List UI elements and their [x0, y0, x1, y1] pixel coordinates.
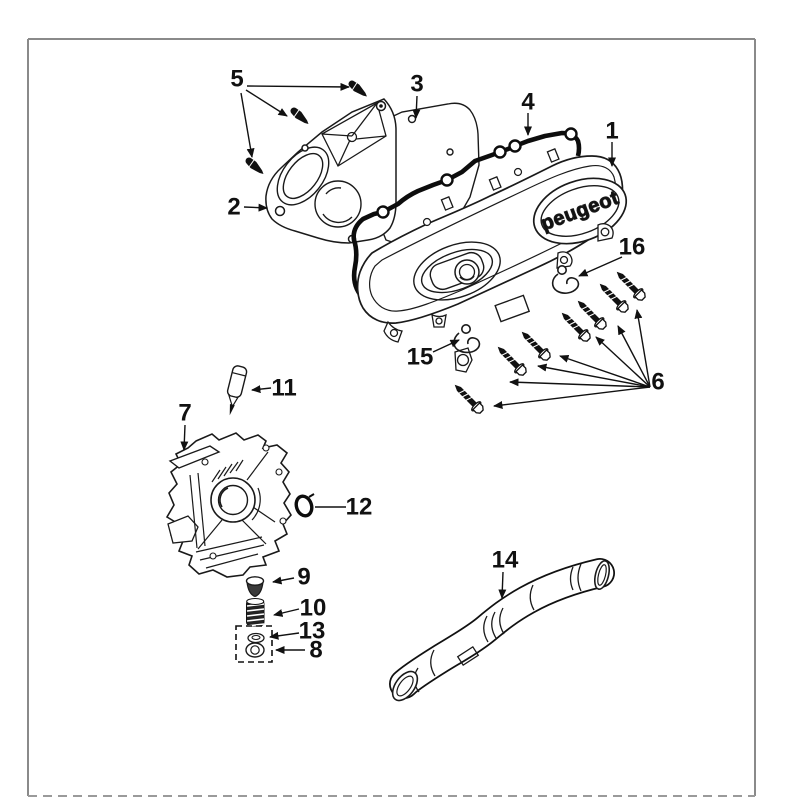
callout-7: 7 — [178, 400, 192, 451]
callout-3: 3 — [410, 71, 424, 119]
callout-16: 16 — [578, 234, 646, 277]
bolt — [577, 300, 607, 330]
part-10-spring — [246, 597, 265, 627]
callout-15-label: 15 — [407, 344, 434, 371]
part-9-plug — [245, 576, 265, 598]
callout-9-label: 9 — [297, 564, 310, 591]
callout-6-label: 6 — [651, 369, 664, 396]
callout-8-label: 8 — [309, 637, 322, 664]
bolt — [599, 283, 629, 313]
kit-grouping-dashed-box — [235, 625, 273, 663]
part-11-grease-tube — [226, 365, 248, 416]
part-16-clip — [551, 264, 580, 294]
callouts: 1 2 3 4 5 6 — [178, 66, 664, 664]
callout-7-label: 7 — [178, 400, 191, 427]
part-1-transmission-cover: peugeot — [356, 148, 628, 373]
bolt — [561, 312, 591, 342]
page-frame — [27, 38, 756, 797]
plate-brace-detail — [321, 102, 387, 167]
plate-round-hole — [314, 180, 362, 228]
part-8-washer — [245, 642, 265, 658]
cover-top-studs — [440, 148, 560, 211]
bolt — [454, 384, 484, 414]
part-13-seal-washer — [247, 632, 265, 644]
callout-2: 2 — [227, 194, 268, 221]
part-12-o-ring — [294, 493, 315, 518]
callout-4: 4 — [521, 89, 535, 136]
part-5-screws — [245, 80, 367, 175]
hose-ribs — [413, 563, 582, 693]
callout-2-label: 2 — [227, 194, 240, 221]
part-6-bolts — [454, 271, 646, 414]
callout-5-label: 5 — [230, 66, 243, 93]
callout-9: 9 — [272, 564, 311, 591]
callout-11: 11 — [251, 375, 297, 402]
callout-8: 8 — [275, 637, 323, 664]
callout-13-label: 13 — [299, 618, 326, 645]
callout-1-label: 1 — [605, 118, 618, 145]
part-14-air-duct — [389, 558, 615, 702]
screw — [290, 107, 309, 125]
callout-14-label: 14 — [492, 547, 519, 574]
screw — [348, 80, 367, 97]
callout-16-label: 16 — [619, 234, 646, 261]
cover-kickstart-boss — [413, 241, 501, 301]
bolt — [521, 331, 551, 361]
callout-12-label: 12 — [346, 494, 373, 521]
callout-14: 14 — [492, 547, 519, 599]
cover-lower-bracket — [454, 347, 473, 373]
callout-15: 15 — [407, 339, 460, 371]
callout-13: 13 — [269, 618, 326, 645]
callout-5: 5 — [230, 66, 350, 158]
part-2-inner-plate — [265, 98, 397, 244]
cover-bottom-ears — [383, 223, 614, 343]
callout-10-label: 10 — [300, 595, 327, 622]
callout-3-label: 3 — [410, 71, 423, 98]
callout-10: 10 — [273, 595, 327, 622]
callout-4-label: 4 — [521, 89, 535, 116]
callout-6: 6 — [493, 309, 665, 409]
bolt — [616, 271, 646, 301]
part-7-gearbox-housing — [165, 432, 292, 578]
screw — [245, 157, 264, 175]
callout-11-label: 11 — [271, 375, 296, 402]
callout-12: 12 — [315, 494, 372, 521]
bolt — [497, 346, 527, 376]
plate-oval-hole — [276, 146, 330, 206]
callout-1: 1 — [605, 118, 619, 167]
